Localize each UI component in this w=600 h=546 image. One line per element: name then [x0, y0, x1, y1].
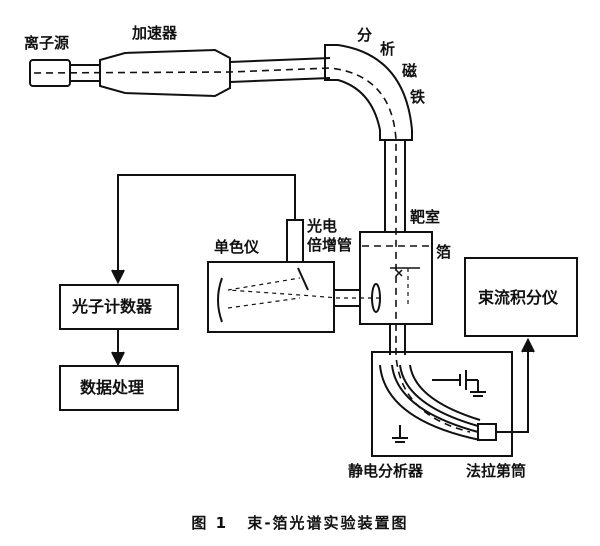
faraday-cup-label: 法拉第筒: [466, 462, 527, 480]
figure-caption: 图 1 束-箔光谱实验装置图: [0, 512, 600, 533]
analyzing-magnet-label-4: 铁: [410, 88, 426, 106]
ion-source-label: 离子源: [24, 34, 70, 52]
photomultiplier-label-1: 光电: [307, 217, 338, 235]
concave-mirror: [217, 277, 223, 323]
monochromator-box: [207, 261, 335, 333]
electrostatic-analyzer-box: [371, 351, 513, 457]
electrostatic-analyzer-label: 静电分析器: [348, 462, 424, 480]
beam-integrator-label: 束流积分仪: [478, 288, 559, 307]
data-processing-label: 数据处理: [80, 378, 145, 397]
figure-number: 图 1: [191, 514, 229, 532]
light-path: [227, 277, 380, 299]
figure-title: 束-箔光谱实验装置图: [247, 514, 409, 532]
ion-beam-path: [33, 67, 471, 433]
analyzer-plate-inner: [379, 364, 481, 441]
analyzer-plate-outer: [409, 364, 481, 421]
accelerator-body: [99, 48, 231, 98]
accelerator-label: 加速器: [132, 24, 178, 42]
foil-label: 箔: [436, 243, 452, 261]
beam-integrator-box: [464, 257, 578, 337]
analyzing-magnet-label-1: 分: [357, 26, 373, 44]
photon-counter-label: 光子计数器: [72, 297, 153, 316]
target-chamber-label: 靶室: [410, 208, 441, 226]
data-processing-box: [59, 365, 179, 411]
monochromator-label: 单色仪: [214, 238, 260, 256]
analyzing-magnet-label-3: 磁: [402, 62, 418, 80]
analyzing-magnet: [324, 44, 413, 141]
analyzing-magnet-label-2: 析: [380, 40, 396, 58]
faraday-cup: [477, 423, 497, 441]
grating: [297, 267, 309, 291]
photomultiplier-tube: [286, 219, 304, 263]
photomultiplier-label-2: 倍增管: [307, 236, 353, 254]
